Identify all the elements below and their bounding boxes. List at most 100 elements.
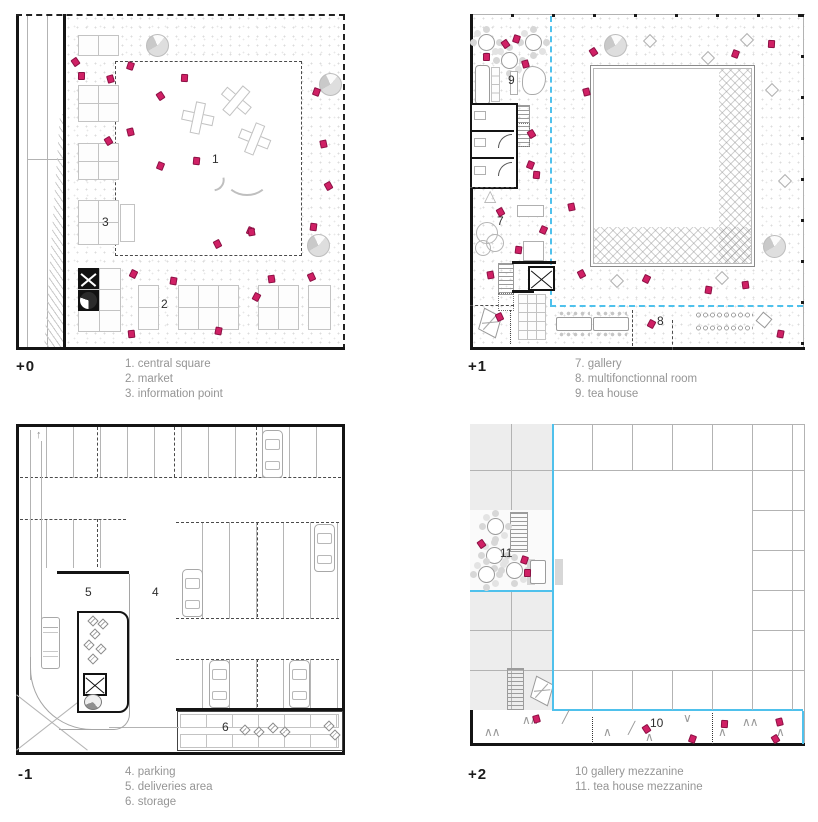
plan-border-top — [16, 14, 345, 16]
market-stall — [138, 285, 159, 330]
tea-table-icon — [501, 52, 518, 69]
legend-item: 2. market — [125, 373, 173, 385]
person-icon — [514, 245, 523, 255]
core-wall — [512, 290, 534, 293]
person-icon — [521, 59, 530, 69]
storage-wall — [176, 708, 342, 711]
audience-row-icon — [695, 324, 753, 333]
grid-line — [712, 670, 713, 710]
person-icon — [588, 46, 599, 58]
stall-dashed — [257, 659, 258, 707]
person-icon — [495, 206, 506, 218]
label-tea-mezzanine: 11 — [500, 546, 513, 560]
gallery-plinth — [517, 205, 544, 217]
unit-icon — [95, 643, 107, 655]
audience-row-icon — [695, 311, 753, 320]
road-lane-line — [47, 14, 48, 350]
gallery-plinth — [523, 241, 544, 261]
legend-item: 5. deliveries area — [125, 781, 213, 793]
person-icon — [775, 717, 784, 727]
information-point — [78, 200, 119, 245]
person-icon — [567, 202, 576, 212]
person-icon — [476, 538, 487, 550]
stairs-icon — [498, 263, 514, 295]
person-icon — [155, 90, 166, 102]
car-icon — [289, 660, 310, 708]
person-icon — [70, 56, 81, 68]
person-icon — [519, 555, 530, 565]
plan-border-top — [470, 424, 805, 425]
person-icon — [180, 73, 189, 83]
people-layer — [470, 14, 805, 350]
grid-line — [592, 670, 593, 710]
person-icon — [523, 568, 532, 578]
grid-line — [792, 424, 793, 710]
grid-line — [752, 590, 805, 591]
mezzanine-edge — [552, 424, 554, 710]
person-icon — [538, 224, 549, 236]
person-icon — [214, 326, 223, 336]
person-icon — [687, 734, 698, 744]
person-icon — [741, 280, 750, 290]
tea-table-icon — [478, 566, 495, 583]
void-hatch-bottom — [594, 227, 751, 263]
stall-dashed — [257, 522, 258, 617]
partition-dashed — [632, 310, 633, 346]
ramp-line — [41, 441, 42, 666]
courtyard-void — [590, 65, 755, 267]
person-icon — [532, 714, 541, 724]
person-icon — [641, 273, 652, 285]
person-icon — [525, 159, 536, 171]
person-icon — [720, 719, 729, 729]
road-cross-line — [27, 159, 64, 160]
person-icon — [500, 38, 511, 50]
fixture — [474, 138, 486, 147]
room-divider — [470, 157, 514, 159]
person-icon — [582, 87, 591, 97]
person-icon — [212, 238, 223, 250]
stall-dashed — [97, 427, 98, 477]
chev-icon: ╱ — [628, 721, 635, 735]
person-icon — [319, 139, 328, 149]
ramp-arrow-icon: ↑ — [36, 429, 42, 441]
chev-icon: ∧∧ — [742, 715, 759, 729]
legend-item: 8. multifonctionnal room — [575, 373, 698, 385]
person-icon — [767, 39, 776, 49]
grid-line — [752, 424, 753, 710]
fixture — [474, 166, 486, 175]
grid-line — [712, 424, 713, 470]
mezzanine-boundary — [550, 16, 552, 305]
partition-zigzag — [510, 310, 511, 344]
person-icon — [494, 311, 505, 323]
grid-line — [752, 510, 805, 511]
label-central-square: 1 — [212, 152, 219, 166]
tree-layer — [16, 14, 345, 350]
plan-border-bottom — [16, 347, 345, 350]
tea-table-icon — [506, 562, 523, 579]
tea-table-icon — [478, 34, 495, 51]
person-icon — [126, 127, 135, 137]
plan-level-2: 11 10 ∧∧∧∧╱∧╱∧∨∧∧∧∧ — [470, 424, 805, 746]
market-stall — [78, 143, 119, 180]
spiral-stair-icon — [84, 694, 102, 710]
level-label-1: +1 — [468, 358, 488, 375]
label-tea-house: 9 — [508, 73, 515, 87]
unit-icon — [87, 615, 99, 627]
void-inner-edge — [593, 68, 752, 264]
chev-icon: ∧ — [718, 725, 727, 739]
mezzanine-edge — [552, 709, 803, 711]
mezzanine-boundary — [550, 305, 803, 307]
car-icon — [314, 524, 335, 572]
mezzanine-edge — [802, 711, 804, 744]
grid-line — [632, 424, 633, 470]
elevator-icon — [528, 266, 555, 291]
person-icon — [641, 723, 652, 735]
person-icon — [532, 170, 541, 180]
person-icon — [169, 276, 178, 286]
information-desk — [120, 204, 135, 242]
stall-dashed — [97, 519, 98, 567]
room8-dashed — [470, 305, 514, 306]
legend-item: 11. tea house mezzanine — [575, 781, 703, 793]
grid-line — [672, 670, 673, 710]
